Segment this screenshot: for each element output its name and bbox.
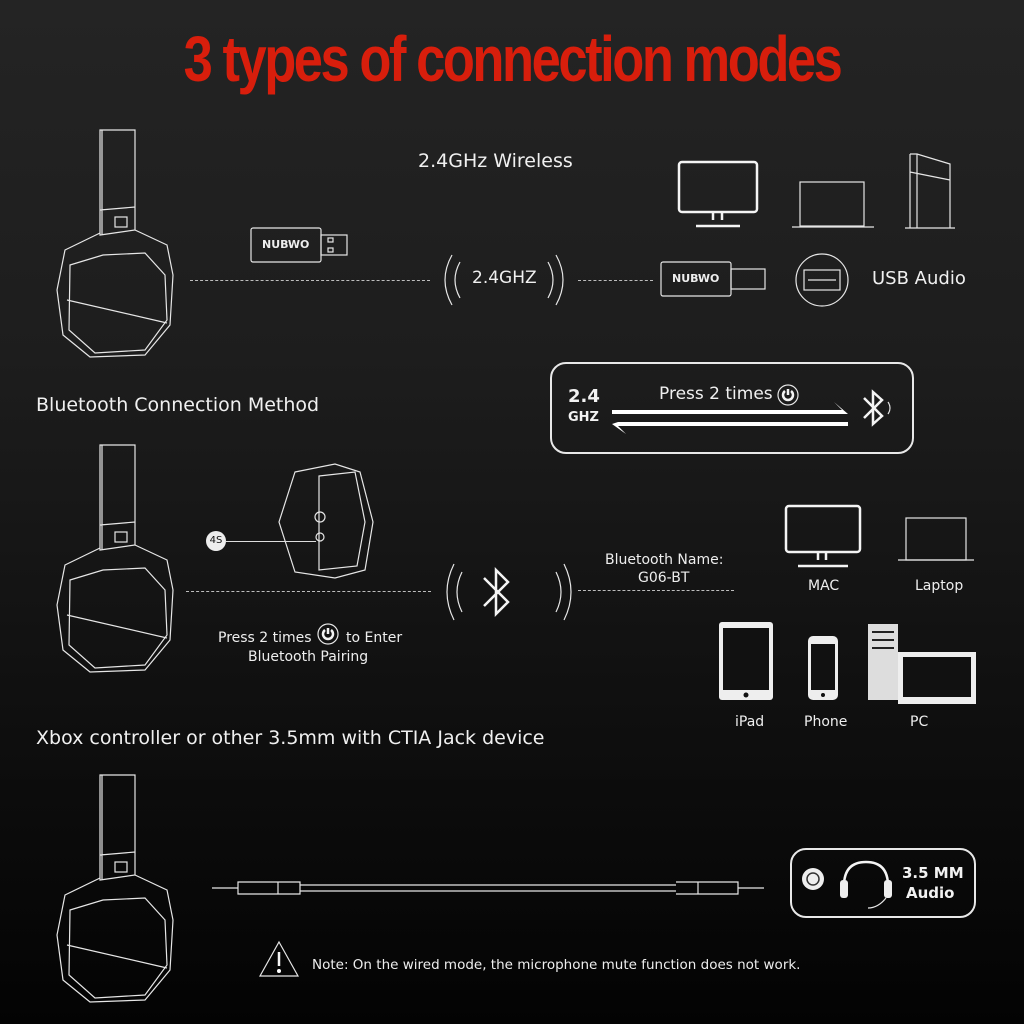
mac-monitor-icon [784,504,862,568]
wired-heading: Xbox controller or other 3.5mm with CTIA… [36,727,545,749]
connector-line [186,591,431,592]
audio-box-line2: Audio [906,884,955,902]
bluetooth-signal-icon [446,563,572,621]
headset-side-icon [56,444,174,673]
usb-dongle-icon [250,227,348,263]
desktop-pc-icon [868,624,976,704]
headset-jack-icon [802,860,892,909]
headset-side-icon [56,774,174,1003]
usb-port-icon [795,253,849,307]
laptop-icon [792,181,874,228]
mode-switch-box [550,362,914,454]
power-icon [777,384,799,406]
device-label-mac: MAC [808,578,840,594]
audio-box-line1: 3.5 MM [902,864,964,882]
usb-audio-label: USB Audio [872,268,966,289]
signal-waves-icon [444,254,564,306]
bidirectional-arrow-icon [612,402,848,434]
laptop-icon [898,517,974,561]
pointer-line [226,541,316,542]
device-label-ipad: iPad [735,714,765,730]
wireless-heading: 2.4GHz Wireless [418,150,573,172]
connector-line [578,590,734,591]
hold-4s-badge: 4S [206,531,226,551]
pairing-instruction-3: Bluetooth Pairing [248,649,369,665]
signal-label: 2.4GHZ [472,268,537,288]
connector-line [578,280,653,281]
pairing-instruction-2: to Enter [346,630,403,646]
ghz-value: 2.4 [568,386,600,407]
earcup-buttons-icon [278,463,374,579]
aux-cable-icon [212,881,764,895]
dongle-brand: NUBWO [672,272,720,285]
usb-dongle-icon [660,261,766,297]
page-title: 3 types of connection modes [183,23,843,95]
wired-note: Note: On the wired mode, the microphone … [312,957,801,973]
headset-side-icon [56,129,174,358]
monitor-icon [677,160,759,228]
device-label-laptop: Laptop [915,578,964,594]
audio-jack-box [790,848,976,918]
phone-icon [808,636,838,700]
ghz-unit: GHZ [568,410,599,425]
device-label-pc: PC [910,714,929,730]
console-icon [905,153,955,229]
device-label-phone: Phone [804,714,848,730]
switch-instruction: Press 2 times [659,384,773,404]
bt-name-label: Bluetooth Name: [605,552,724,568]
bt-name-value: G06-BT [638,570,690,586]
warning-icon [258,940,300,977]
bluetooth-icon [863,389,891,427]
bluetooth-heading: Bluetooth Connection Method [36,394,320,416]
pairing-instruction-1: Press 2 times [218,630,312,646]
dongle-brand: NUBWO [262,238,310,251]
power-icon [317,623,339,645]
ipad-icon [719,622,773,700]
connector-line [190,280,430,281]
